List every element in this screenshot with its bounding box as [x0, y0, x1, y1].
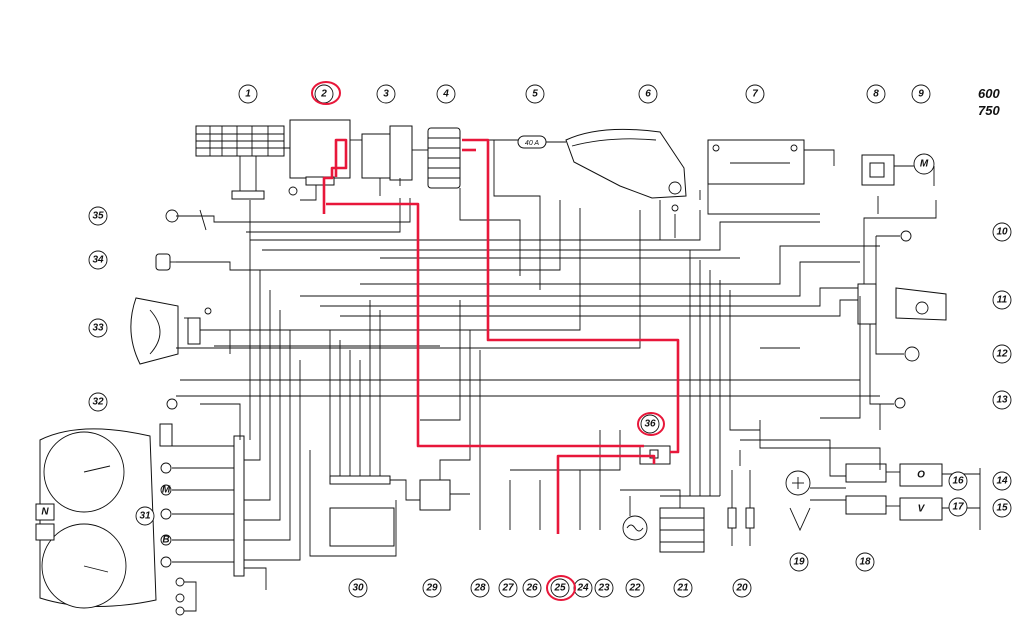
right-connector [857, 283, 877, 325]
model-label-600: 600 [978, 86, 1000, 101]
wiring [170, 139, 981, 612]
component-4-label: 4 [442, 89, 449, 100]
rear-light-v-label: V [918, 504, 926, 515]
component-23-label: 23 [597, 583, 610, 594]
indicator-n [35, 503, 55, 521]
ignition-connector [231, 190, 265, 200]
highlight-rings [311, 81, 665, 601]
component-16-label: 16 [952, 476, 964, 487]
rear-light-o-label: O [917, 470, 925, 481]
component-7-label: 7 [752, 89, 758, 100]
component-34-label: 34 [92, 255, 104, 266]
control-unit-b [845, 495, 887, 515]
component-29-label: 29 [425, 583, 438, 594]
component-labels: 1 2 3 4 5 6 7 8 9 10 11 12 13 14 15 16 1… [88, 84, 1012, 598]
component-33-label: 33 [92, 323, 104, 334]
component-25-label: 25 [553, 583, 566, 594]
indicator-n-label: N [41, 507, 49, 518]
ecu-30 [329, 507, 395, 547]
components: 40 A M O V [35, 119, 947, 616]
starter-motor [913, 153, 935, 175]
component-14-label: 14 [996, 476, 1008, 487]
rear-light-v [899, 497, 943, 521]
component-36-label: 36 [644, 419, 656, 430]
highlight-ring-2 [311, 81, 341, 105]
headlamp [130, 297, 179, 365]
resistor-a [727, 507, 737, 529]
highlighted-wires [322, 138, 680, 534]
indicator-b-label: B [162, 535, 169, 546]
highlight-ring-25 [546, 575, 576, 601]
component-13-label: 13 [996, 395, 1008, 406]
component-15-label: 15 [996, 503, 1008, 514]
front-sensor-34 [155, 253, 171, 271]
component-2-label: 2 [320, 89, 327, 100]
component-6-label: 6 [645, 89, 651, 100]
component-19-label: 19 [793, 557, 805, 568]
fuel-tank [565, 128, 687, 199]
rear-light-o [899, 463, 943, 487]
svg-text:M: M [920, 159, 929, 170]
component-22-label: 22 [628, 583, 641, 594]
component-10-label: 10 [996, 227, 1008, 238]
highlight-ring-36 [637, 412, 665, 436]
component-9-label: 9 [918, 89, 924, 100]
sensor-29 [419, 479, 451, 511]
component-27-label: 27 [501, 583, 514, 594]
component-1-label: 1 [245, 89, 251, 100]
component-5-label: 5 [532, 89, 538, 100]
component-18-label: 18 [859, 557, 871, 568]
battery [707, 139, 805, 185]
component-30-label: 30 [352, 583, 364, 594]
control-unit-a [845, 463, 887, 483]
component-32-label: 32 [92, 397, 104, 408]
component-20-label: 20 [735, 583, 748, 594]
resistor-b [745, 507, 755, 529]
headlamp-connector [187, 317, 201, 345]
relay-3-contacts [389, 125, 413, 181]
component-3-label: 3 [383, 89, 389, 100]
component-12-label: 12 [996, 349, 1008, 360]
component-31-label: 31 [139, 511, 151, 522]
component-26-label: 26 [525, 583, 538, 594]
ecu-connector [329, 475, 391, 485]
front-bulb-32 [166, 398, 178, 410]
component-28-label: 28 [473, 583, 486, 594]
component-35-label: 35 [92, 211, 104, 222]
indicator-m-label: M [162, 485, 171, 496]
model-label-750: 750 [978, 103, 1000, 118]
component-24-label: 24 [576, 583, 589, 594]
relay-2-connector [305, 176, 335, 186]
component-11-label: 11 [997, 295, 1008, 306]
component-17-label: 17 [952, 502, 964, 513]
cluster-connector [233, 435, 245, 577]
component-21-label: 21 [676, 583, 689, 594]
fuse-label: 40 A [525, 140, 539, 147]
component-8-label: 8 [873, 89, 879, 100]
